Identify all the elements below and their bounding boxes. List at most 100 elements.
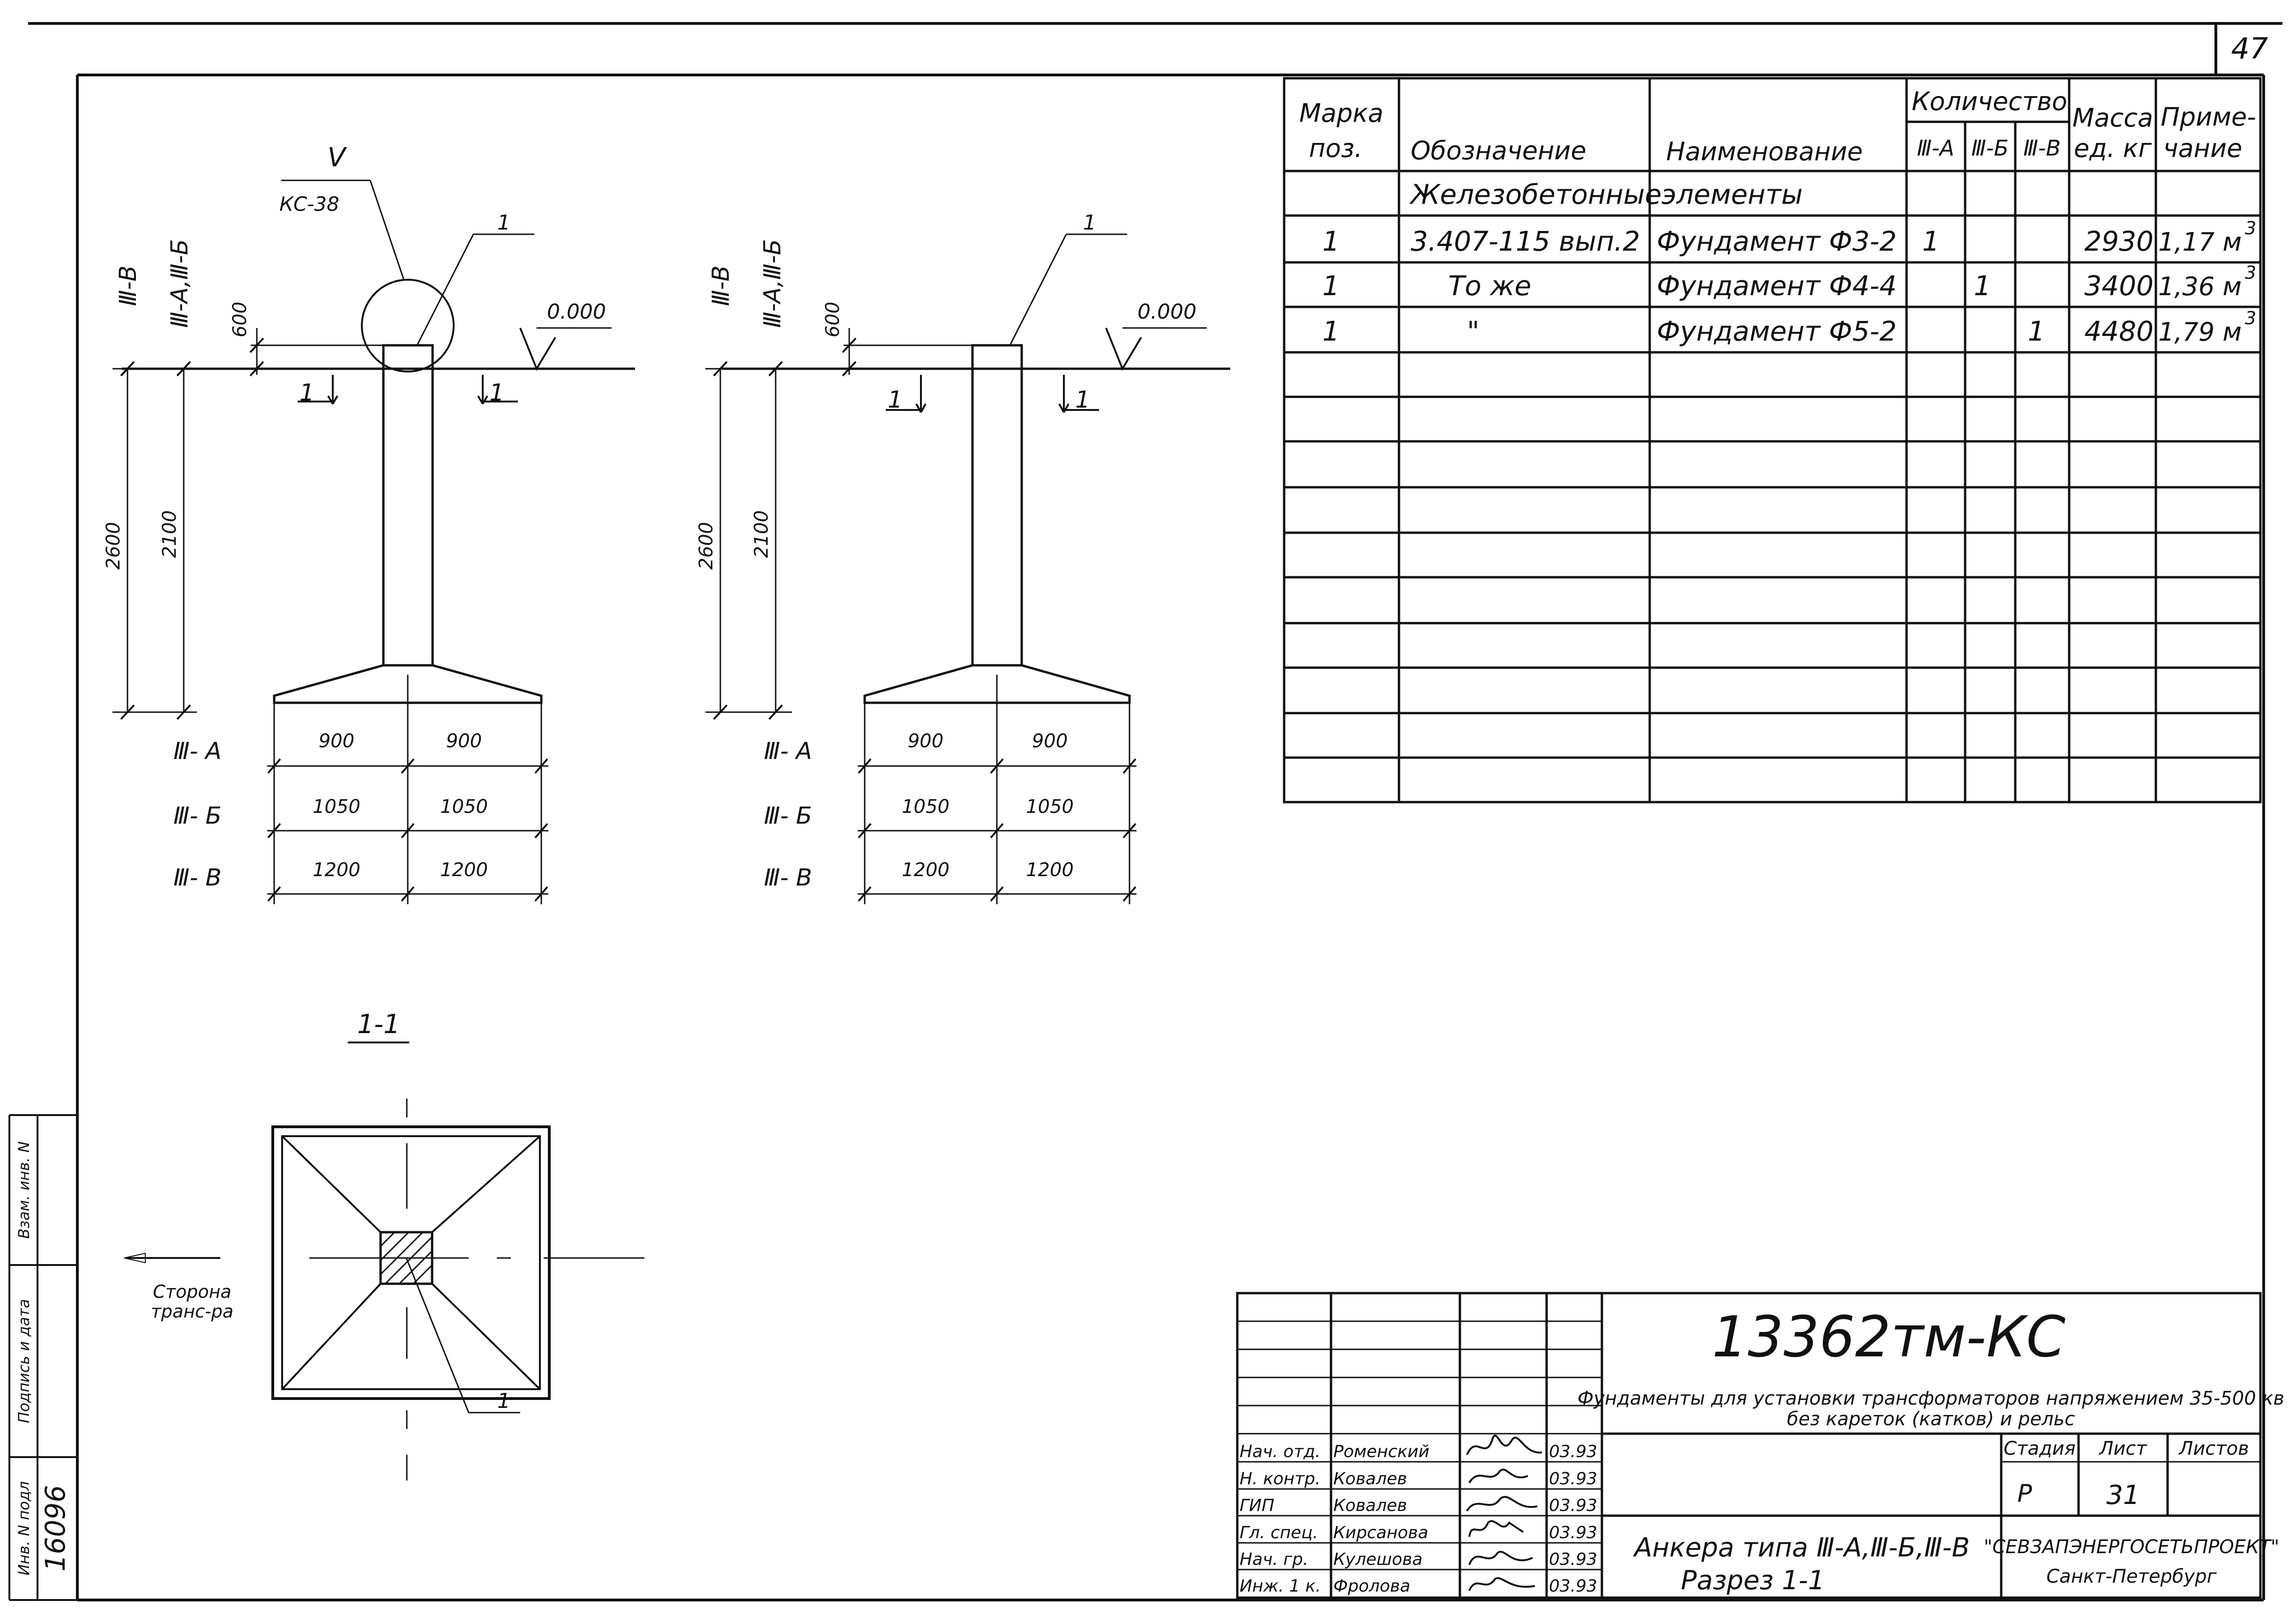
staff-date: 03.93 [1549, 1496, 1597, 1515]
hdr-name: Наименование [1666, 137, 1863, 166]
left-row-v-dim-a: 1200 [313, 859, 360, 881]
sheet-title-1: Анкера типа Ⅲ-А,Ⅲ-Б,Ⅲ-В [1633, 1533, 1970, 1563]
left-elevation-label: 0.000 [547, 300, 606, 324]
staff-name: Роменский [1333, 1442, 1429, 1461]
stamp-ref-inv: Взам. инв. N [15, 1141, 33, 1239]
left-dim-600: 600 [229, 302, 251, 337]
left-row-a-dim-b: 900 [446, 730, 482, 752]
staff-row: Инж. 1 к. Фролова 03.93 [1240, 1577, 1597, 1596]
left-elevation [112, 179, 635, 904]
stamp-inv-orig: Инв. N подл [15, 1481, 33, 1575]
staff-name: Ковалев [1333, 1496, 1407, 1515]
hdr-qty-a: Ⅲ-А [1917, 135, 1954, 161]
signatures [1466, 1435, 1542, 1591]
hdr-qty-v: Ⅲ-В [2023, 135, 2061, 161]
staff-date: 03.93 [1549, 1469, 1597, 1488]
section-side-label-1: Сторона [153, 1281, 231, 1302]
page-border [28, 22, 2282, 1601]
section-row-name: элементы [1661, 179, 1803, 210]
section-plan [124, 1042, 644, 1481]
hdr-quantity: Количество [1912, 87, 2067, 116]
staff-name: Кулешова [1333, 1550, 1422, 1569]
table-row: 1 То же Фундамент Ф4-4 1 3400 1,36 м 3 [1323, 262, 2257, 302]
sheet-title-2: Разрез 1-1 [1681, 1565, 1825, 1596]
mid-row-a-dim-a: 900 [908, 730, 943, 752]
left-section-mark-l: 1 [299, 379, 314, 406]
row-designation: " [1467, 315, 1480, 347]
mid-dim-600: 600 [822, 302, 844, 337]
section-side-label-2: транс-ра [151, 1301, 233, 1322]
page-number: 47 [2231, 31, 2268, 66]
project-line-1: Фундаменты для установки трансформаторов… [1578, 1388, 2284, 1409]
staff-role: Инж. 1 к. [1240, 1577, 1321, 1596]
hdr-mark-1: Марка [1299, 98, 1384, 128]
row-note-unit-power: 3 [2245, 308, 2256, 328]
mid-row-v-label: Ⅲ- В [764, 864, 812, 891]
stamp-sign-date: Подпись и дата [15, 1299, 33, 1423]
staff-row: Нач. отд. Роменский 03.93 [1240, 1442, 1597, 1461]
row-name: Фундамент Ф4-4 [1657, 270, 1897, 302]
project-line-2: без кареток (катков) и рельс [1787, 1408, 2075, 1430]
left-dim-2600: 2600 [103, 522, 124, 570]
mid-row-v-dim-b: 1200 [1026, 859, 1074, 881]
hdr-designation: Обозначение [1411, 136, 1586, 165]
row-designation: То же [1448, 270, 1531, 302]
section-row-designation: Железобетонные [1409, 179, 1661, 210]
row-mass: 4480 [2084, 315, 2154, 347]
section-pos-marker: 1 [497, 1389, 510, 1413]
row-qty-b: 1 [1974, 270, 1991, 302]
hdr-qty-b: Ⅲ-Б [1971, 135, 2009, 161]
mid-type-ab: Ⅲ-А,Ⅲ-Б [759, 239, 786, 327]
middle-elevation [705, 233, 1230, 904]
hdr-mass-2: ед. кг [2074, 134, 2152, 163]
mid-row-b-dim-a: 1050 [902, 796, 950, 818]
left-type-iii-v: Ⅲ-В [114, 266, 142, 306]
staff-date: 03.93 [1549, 1442, 1597, 1461]
left-row-v-label: Ⅲ- В [173, 864, 222, 891]
row-name: Фундамент Ф5-2 [1657, 315, 1897, 347]
callout-v: V [328, 142, 347, 173]
sheet-label: Лист [2098, 1438, 2147, 1459]
mid-row-b-dim-b: 1050 [1026, 796, 1074, 818]
hdr-mass-1: Масса [2072, 103, 2153, 133]
left-row-b-label: Ⅲ- Б [173, 802, 222, 829]
row-note: 1,79 м [2158, 317, 2242, 347]
left-row-a-label: Ⅲ- А [173, 737, 222, 765]
row-qty-a: 1 [1922, 225, 1940, 257]
staff-row: ГИП Ковалев 03.93 [1240, 1496, 1597, 1515]
staff-date: 03.93 [1549, 1550, 1597, 1569]
row-note-unit-power: 3 [2245, 262, 2256, 283]
mid-section-mark-l: 1 [888, 386, 903, 413]
title-block [1236, 1292, 2262, 1599]
staff-row: Нач. гр. Кулешова 03.93 [1240, 1550, 1597, 1569]
mid-type-iii-v: Ⅲ-В [707, 266, 734, 306]
org-city: Санкт-Петербург [2046, 1566, 2217, 1587]
sheet-value: 31 [2106, 1480, 2139, 1511]
left-row-v-dim-b: 1200 [440, 859, 488, 881]
sheets-label: Листов [2178, 1438, 2249, 1459]
left-row-a-dim-a: 900 [319, 730, 354, 752]
row-mass: 2930 [2084, 225, 2154, 257]
left-dim-2100: 2100 [159, 510, 180, 558]
staff-role: Нач. отд. [1240, 1442, 1321, 1461]
staff-role: ГИП [1240, 1496, 1274, 1515]
staff-row: Н. контр. Ковалев 03.93 [1240, 1469, 1597, 1488]
mid-section-mark-r: 1 [1075, 386, 1090, 413]
left-stamp [8, 1114, 77, 1601]
section-title: 1-1 [357, 1009, 400, 1040]
staff-date: 03.93 [1549, 1577, 1597, 1596]
row-note-unit-power: 3 [2245, 218, 2256, 238]
staff-role: Гл. спец. [1240, 1523, 1318, 1542]
doc-code: 13362тм-КС [1712, 1305, 2066, 1370]
hdr-mark-2: поз. [1309, 134, 1362, 163]
table-row: 1 " Фундамент Ф5-2 1 4480 1,79 м 3 [1323, 308, 2257, 347]
row-note: 1,17 м [2158, 227, 2242, 257]
mid-row-v-dim-a: 1200 [902, 859, 950, 881]
mid-elevation-label: 0.000 [1137, 300, 1197, 324]
table-row: 1 3.407-115 вып.2 Фундамент Ф3-2 1 2930 … [1323, 218, 2257, 257]
mid-pos-marker: 1 [1083, 211, 1096, 235]
org-name: "СЕВЗАПЭНЕРГОСЕТЬПРОЕКТ" [1984, 1536, 2280, 1558]
mid-row-b-label: Ⅲ- Б [764, 802, 812, 829]
mid-row-a-label: Ⅲ- А [764, 737, 812, 765]
